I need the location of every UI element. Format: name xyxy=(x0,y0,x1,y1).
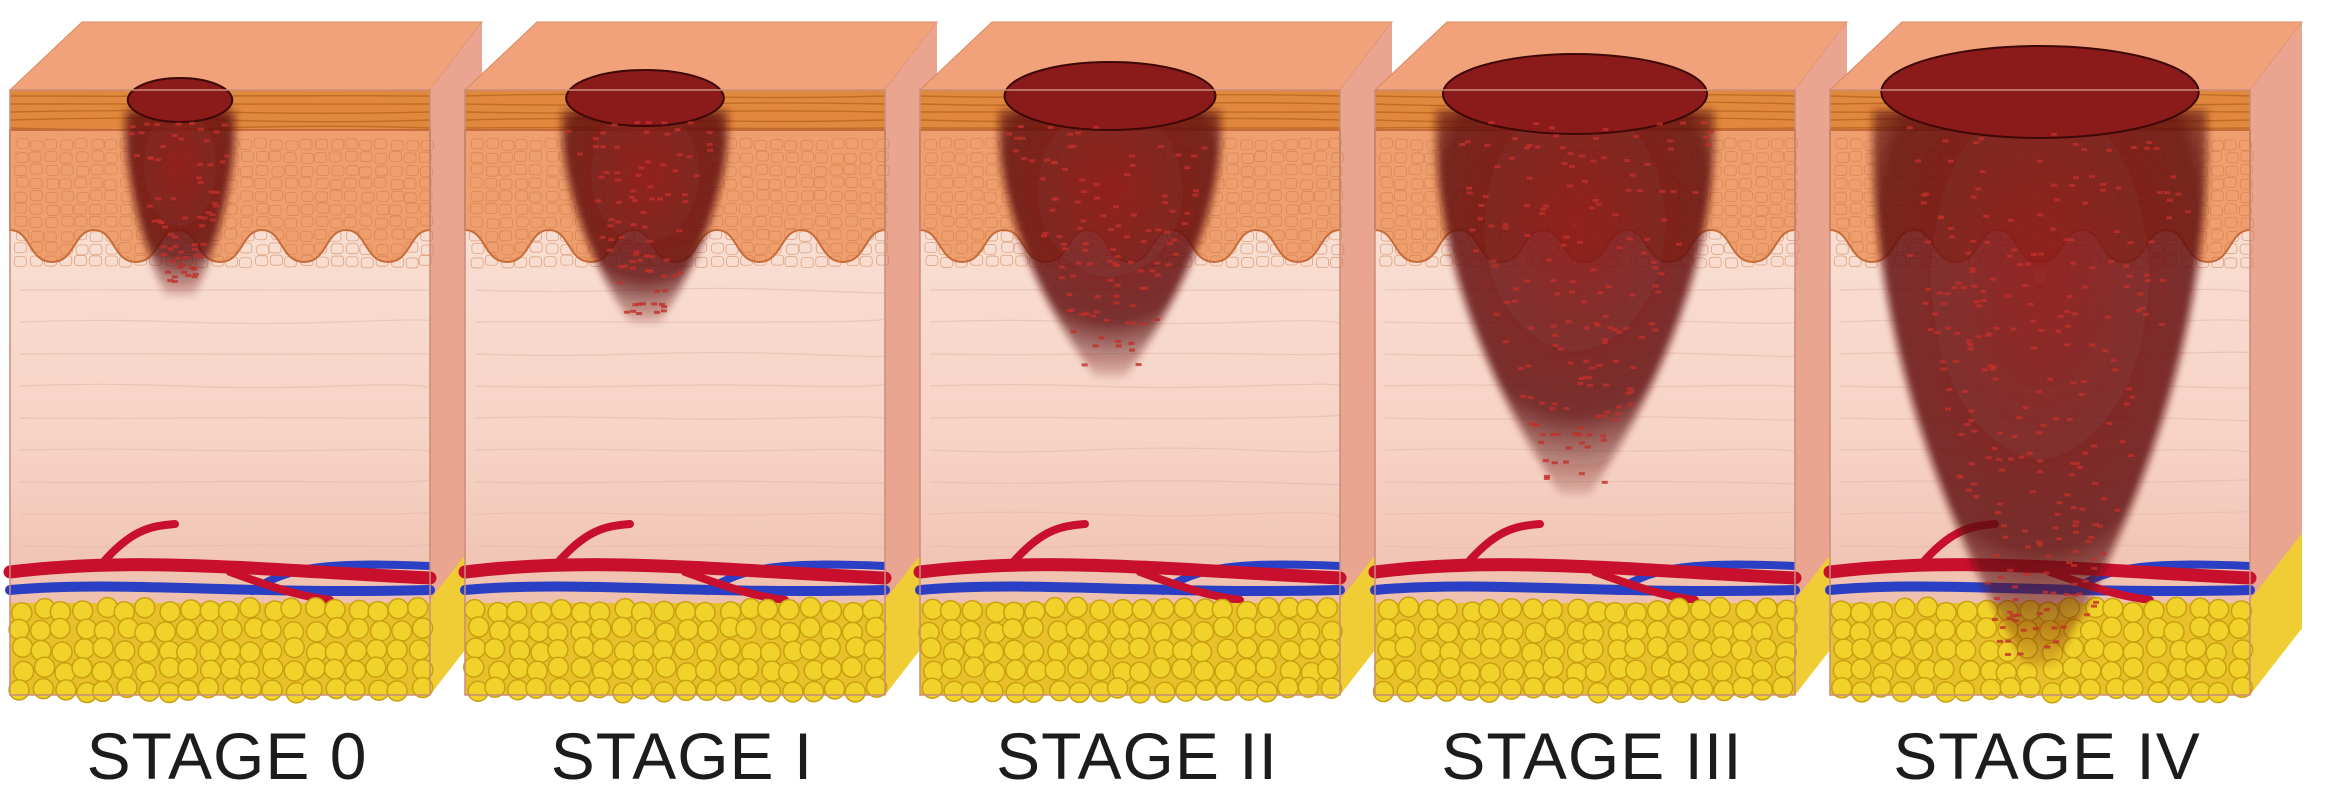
stage-label: STAGE II xyxy=(910,718,1364,794)
vein xyxy=(10,586,430,591)
skin-block-illustration xyxy=(1820,0,2274,700)
stage-label: STAGE 0 xyxy=(0,718,454,794)
vein xyxy=(465,586,885,591)
stage-panel-2: STAGE II xyxy=(910,0,1364,805)
stage-label: STAGE I xyxy=(455,718,909,794)
skin-block-illustration xyxy=(910,0,1364,700)
skin-block-illustration xyxy=(455,0,909,700)
skin-block-illustration xyxy=(0,0,454,700)
stage-label: STAGE IV xyxy=(1820,718,2274,794)
vein xyxy=(920,586,1340,591)
vein xyxy=(1375,586,1795,591)
stage-panel-0: STAGE 0 xyxy=(0,0,454,805)
stage-panel-4: STAGE IV xyxy=(1820,0,2274,805)
stage-panel-1: STAGE I xyxy=(455,0,909,805)
skin-surface xyxy=(10,22,482,90)
stage-panel-3: STAGE III xyxy=(1365,0,1819,805)
skin-block-illustration xyxy=(1365,0,1819,700)
stage-label: STAGE III xyxy=(1365,718,1819,794)
